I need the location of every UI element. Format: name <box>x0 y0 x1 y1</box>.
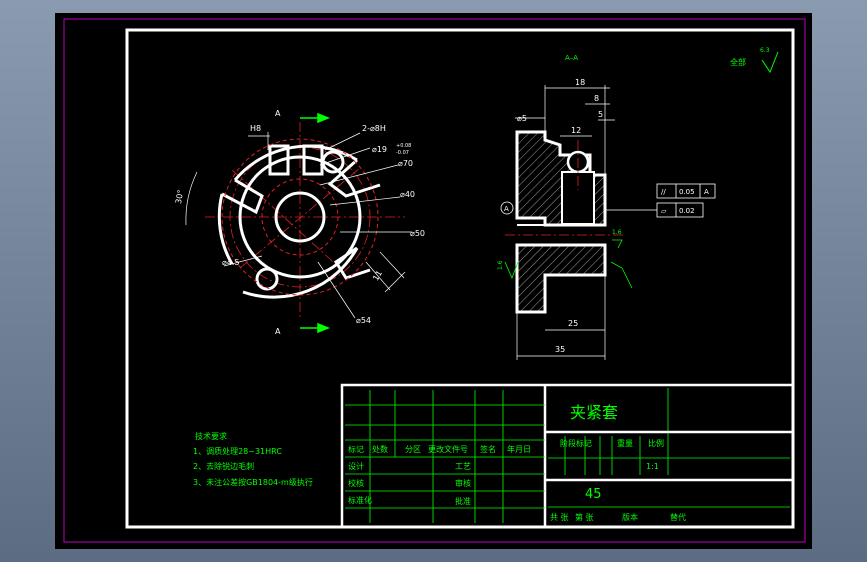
dim-text-angle: 30° <box>174 189 185 205</box>
dim-text-5: 5 <box>598 110 603 119</box>
finish-label: 全部 <box>730 57 746 67</box>
section-view: A–A <box>497 54 716 360</box>
row-label-standard: 标准化 <box>348 495 372 505</box>
title-block: 标记 处数 分区 更改文件号 签名 年月日 设计 校核 标准化 工艺 审核 批准… <box>340 383 795 529</box>
global-finish: 全部 6.3 <box>730 47 779 74</box>
mid-label-review: 审核 <box>455 478 471 488</box>
dim-text-tol-lower: -0.07 <box>396 150 409 156</box>
part-name: 夹紧套 <box>570 403 618 422</box>
roughness-leader-right <box>610 261 633 289</box>
bottom-label-sheet: 第 张 <box>575 512 594 522</box>
dim-text-70: ⌀70 <box>398 159 413 168</box>
dim-text-holes: 2-⌀8H <box>362 124 386 133</box>
diagonal-centerline-2 <box>239 167 361 269</box>
roughness-symbol-right <box>612 239 623 249</box>
finish-symbol <box>761 51 779 74</box>
dim-text-h8: H8 <box>250 124 261 133</box>
dim-ext-11-a <box>365 261 391 291</box>
header-cell-2: 处数 <box>372 444 388 454</box>
title-block-frame <box>340 383 795 529</box>
dim-text-18: 18 <box>575 78 585 87</box>
tech-notes: 技术要求 1、调质处理28~31HRC 2、去除锐边毛刺 3、未注公差按GB18… <box>193 431 313 487</box>
dim-line-11 <box>384 271 406 293</box>
dim-text-25: 25 <box>568 319 578 328</box>
drawing-sheet <box>55 13 812 549</box>
gdt-value-2: 0.02 <box>679 207 695 215</box>
bottom-label-replace: 替代 <box>670 512 686 522</box>
roughness-text-right: 1.6 <box>612 229 622 236</box>
tech-note-1: 1、调质处理28~31HRC <box>193 446 282 456</box>
dim-leader-54 <box>317 261 356 319</box>
datum-circle <box>500 201 514 215</box>
outer-contour <box>217 144 359 299</box>
gdt-frame-1 <box>656 183 716 199</box>
tech-notes-heading: 技术要求 <box>195 431 227 441</box>
dim-text-35: 35 <box>555 345 565 354</box>
header-cell-4: 更改文件号 <box>428 444 468 454</box>
bottom-label-total: 共 张 <box>550 513 569 522</box>
right-slot <box>327 158 381 198</box>
dim-arc-angle <box>185 171 198 226</box>
scale-value: 1:1 <box>646 462 659 471</box>
inner-circle <box>238 155 362 279</box>
tech-note-2: 2、去除锐边毛刺 <box>193 461 254 471</box>
dim-ext-11-b <box>379 251 405 279</box>
stage-label: 阶段标记 <box>560 438 592 448</box>
gdt-datum-1: A <box>704 188 709 196</box>
dim-leader-70 <box>319 164 399 186</box>
sheet-outer-border <box>63 18 806 543</box>
tech-note-3: 3、未注公差按GB1804-m级执行 <box>193 477 313 487</box>
gdt-symbol-2: ▱ <box>661 207 667 215</box>
weight-label: 重量 <box>617 438 633 448</box>
dim-text-4-5: ⌀4.5 <box>222 258 240 267</box>
section-arrowhead-bottom <box>317 322 331 334</box>
diagonal-centerline-1 <box>231 169 343 271</box>
roughness-symbol-left <box>504 261 519 280</box>
section-label-top: A <box>275 109 281 118</box>
header-cell-5: 签名 <box>480 444 496 454</box>
finish-value: 6.3 <box>760 47 770 54</box>
header-cell-1: 标记 <box>348 444 364 454</box>
roughness-text-left: 1.6 <box>497 260 504 270</box>
section-arrowhead-top <box>317 112 331 124</box>
dim-leader-19 <box>319 147 371 166</box>
top-key-left <box>268 144 290 176</box>
dim-text-tol-upper: +0.08 <box>396 143 411 149</box>
header-cell-6: 年月日 <box>507 444 531 454</box>
section-label-bottom: A <box>275 327 281 336</box>
row-label-check: 校核 <box>348 478 364 488</box>
front-view: A A H8 2-⌀8H ⌀19 +0.08 -0.07 ⌀70 ⌀40 <box>174 109 425 336</box>
mid-label-process: 工艺 <box>455 462 471 471</box>
bore-circle <box>274 191 326 243</box>
dim-leader-40 <box>329 196 401 206</box>
datum-label: A <box>504 205 509 213</box>
dim-leader-4-5 <box>223 255 263 267</box>
row-label-design: 设计 <box>348 461 364 471</box>
gdt-symbol-1: // <box>661 188 666 196</box>
mid-label-approve: 批准 <box>455 496 471 506</box>
dim-text-40: ⌀40 <box>400 190 415 199</box>
top-key-right <box>302 144 324 176</box>
dim-text-11: 11 <box>371 269 384 282</box>
dim-text-dia5: ⌀5 <box>517 114 527 123</box>
dim-text-54: ⌀54 <box>356 316 371 325</box>
dim-text-12: 12 <box>571 126 581 135</box>
section-title: A–A <box>565 54 578 62</box>
hidden-circle <box>221 138 379 296</box>
header-cell-3: 分区 <box>405 445 421 454</box>
material: 45 <box>585 487 602 502</box>
hidden-inner-circle <box>261 178 339 256</box>
dim-leader-holes <box>324 132 361 151</box>
dim-text-50: ⌀50 <box>410 229 425 238</box>
dim-text-8: 8 <box>594 94 599 103</box>
hole-lower-left <box>255 267 279 291</box>
dim-text-19: ⌀19 <box>372 145 387 154</box>
gdt-value-1: 0.05 <box>679 188 695 196</box>
bottom-label-version: 版本 <box>622 512 638 522</box>
scale-label: 比例 <box>648 438 664 448</box>
